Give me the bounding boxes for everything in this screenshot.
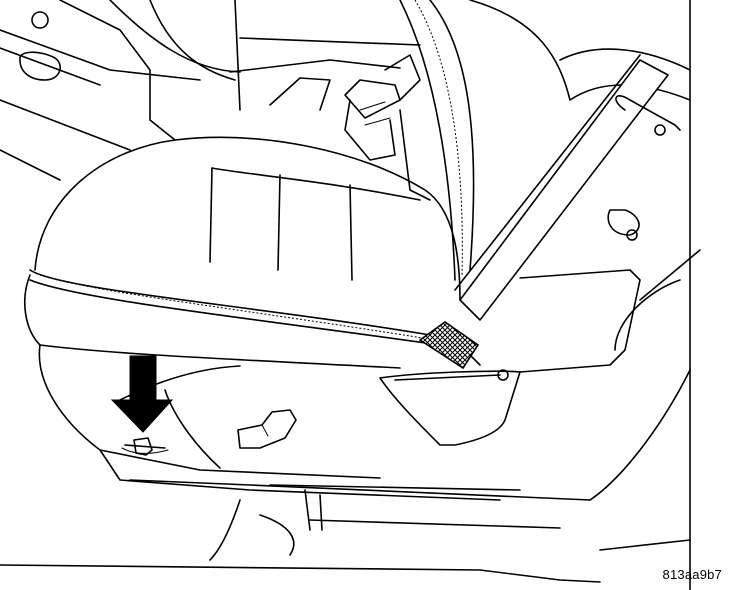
dashboard-outline — [0, 0, 421, 181]
console-buckle — [344, 54, 431, 201]
door-pillar — [589, 95, 701, 501]
recliner-knob — [121, 437, 169, 456]
seatbelt-anchor-bracket — [379, 269, 641, 446]
seat-cushion — [24, 136, 461, 346]
power-seat-switch — [237, 409, 297, 449]
seat-track — [0, 489, 691, 583]
seat-back — [399, 0, 691, 281]
down-arrow-icon — [110, 355, 174, 433]
seat-belt-webbing — [454, 0, 691, 590]
seat-side-shield — [38, 344, 591, 501]
figure-id-label: 813aa9b7 — [662, 567, 722, 582]
fastener-circle — [31, 11, 49, 29]
seatbelt-latch-plate — [418, 321, 480, 370]
